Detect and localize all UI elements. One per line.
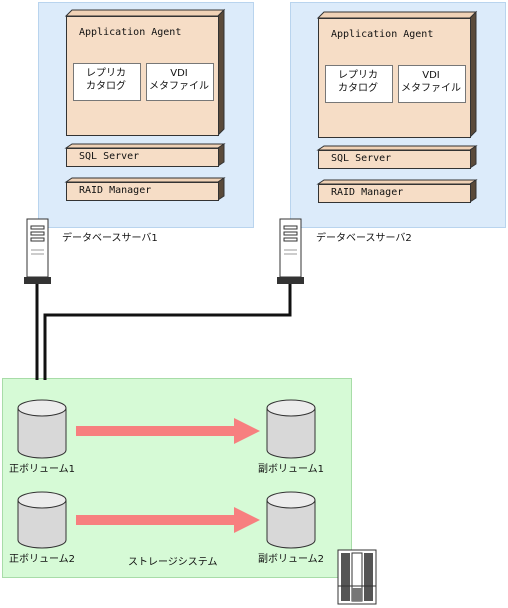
primary-volume-2-cylinder: [17, 491, 67, 549]
server1-sql-server-label: SQL Server: [79, 151, 140, 162]
server1-replica-label: レプリカ: [86, 68, 126, 79]
server2-app-agent-box-3d: [316, 10, 478, 139]
server2-vdi-label: VDI: [422, 70, 440, 81]
server2-catalog-label: カタログ: [338, 83, 378, 94]
server2-raid-manager-label: RAID Manager: [331, 187, 404, 198]
secondary-volume-1-cylinder: [266, 399, 316, 459]
server1-app-agent-label: Application Agent: [79, 27, 182, 38]
server1-raid-manager-label: RAID Manager: [79, 185, 152, 196]
secondary-volume-2-label: 副ボリューム2: [257, 554, 325, 565]
server2-sql-server-label: SQL Server: [331, 153, 392, 164]
storage-device-icon: [337, 549, 377, 605]
server1-vdi-label: VDI: [170, 68, 188, 79]
storage-system-label: ストレージシステム: [128, 557, 218, 568]
server1-tower-icon: [24, 218, 51, 284]
server2-replica-label: レプリカ: [338, 70, 378, 81]
server1-label: データベースサーバ1: [62, 233, 158, 244]
server1-replica-catalog-doc: [73, 63, 141, 101]
primary-volume-2-label: 正ボリューム2: [8, 554, 76, 565]
primary-volume-1-cylinder: [17, 399, 67, 459]
server2-app-agent-label: Application Agent: [331, 29, 434, 40]
server1-vdi-metafile-doc: [146, 63, 214, 101]
server1-raid-manager-box: [66, 182, 219, 201]
primary-volume-1-label: 正ボリューム1: [8, 464, 76, 475]
server1-sql-box-3d: [64, 143, 226, 167]
server2-metafile-label: メタファイル: [401, 83, 461, 94]
copy-arrow-1: [76, 418, 260, 444]
copy-arrow-2: [76, 507, 260, 533]
server2-replica-catalog-doc: [325, 65, 393, 103]
secondary-volume-2-cylinder: [266, 491, 316, 549]
server2-tower-icon: [277, 218, 304, 284]
server2-sql-server-box: [318, 150, 471, 169]
server2-raid-manager-box: [318, 184, 471, 203]
server2-label: データベースサーバ2: [316, 233, 412, 244]
server1-catalog-label: カタログ: [86, 81, 126, 92]
server1-metafile-label: メタファイル: [149, 81, 209, 92]
server2-vdi-metafile-doc: [398, 65, 466, 103]
secondary-volume-1-label: 副ボリューム1: [257, 464, 325, 475]
network-cables: [35, 283, 292, 380]
server1-sql-server-box: [66, 148, 219, 167]
